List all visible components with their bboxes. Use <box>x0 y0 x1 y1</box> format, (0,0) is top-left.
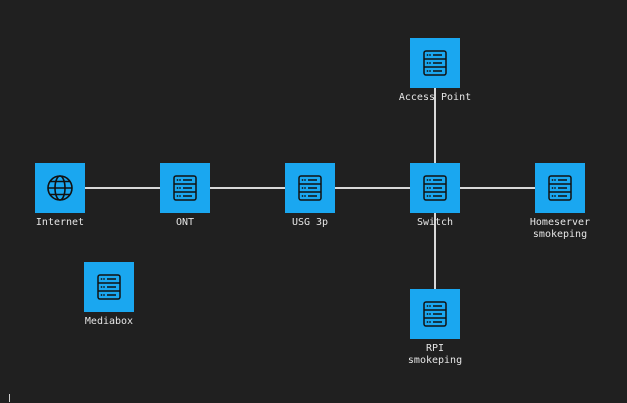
node-rpi-smokeping[interactable]: RPI smokeping <box>408 289 462 366</box>
text-cursor <box>9 394 10 402</box>
node-ont[interactable]: ONT <box>160 163 210 228</box>
node-homeserver-smokeping[interactable]: Homeserver smokeping <box>530 163 590 240</box>
server-icon <box>285 163 335 213</box>
globe-icon <box>35 163 85 213</box>
server-icon <box>84 262 134 312</box>
server-icon <box>160 163 210 213</box>
node-usg-3p[interactable]: USG 3p <box>285 163 335 228</box>
node-label-usg-3p: USG 3p <box>291 217 329 228</box>
server-icon <box>410 38 460 88</box>
node-internet[interactable]: Internet <box>35 163 85 228</box>
node-mediabox[interactable]: Mediabox <box>84 262 134 327</box>
node-label-switch: Switch <box>416 217 454 228</box>
node-label-internet: Internet <box>35 217 85 228</box>
node-label-access-point: Access Point <box>398 92 472 103</box>
server-icon <box>535 163 585 213</box>
node-label-homeserver-smokeping: Homeserver smokeping <box>529 217 591 240</box>
node-label-rpi-smokeping: RPI smokeping <box>407 343 463 366</box>
server-icon <box>410 289 460 339</box>
node-access-point[interactable]: Access Point <box>399 38 471 103</box>
server-icon <box>410 163 460 213</box>
node-label-mediabox: Mediabox <box>84 316 134 327</box>
node-label-ont: ONT <box>175 217 195 228</box>
node-switch[interactable]: Switch <box>410 163 460 228</box>
